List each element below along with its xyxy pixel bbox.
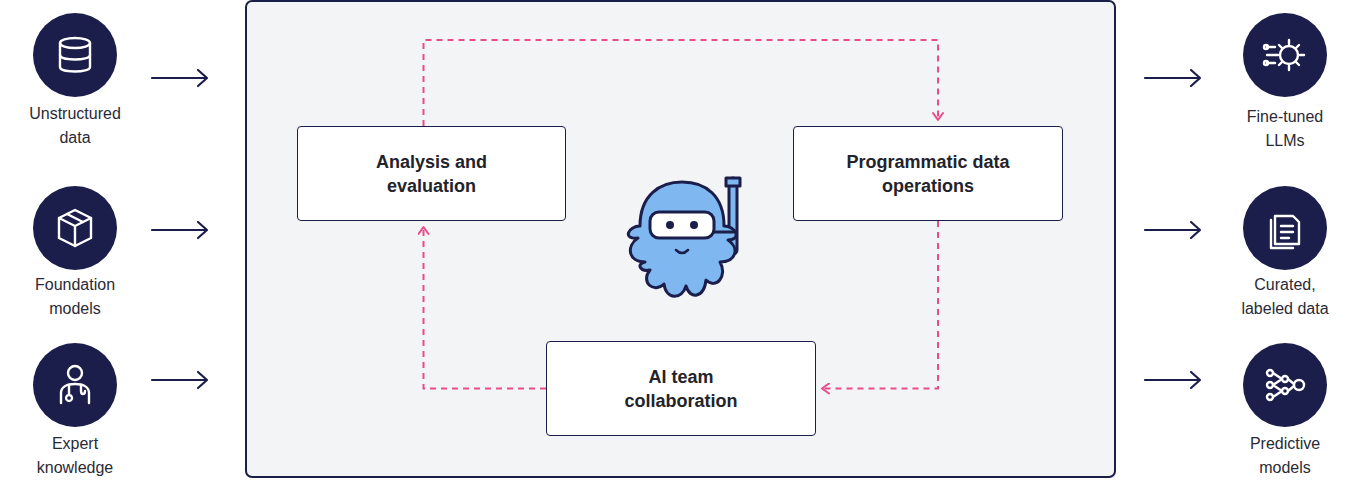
node-label: Fine-tuned LLMs xyxy=(1227,105,1343,153)
node-label: Foundation models xyxy=(17,273,133,321)
box-text: Programmatic data operations xyxy=(843,150,1013,198)
dashed-connector xyxy=(424,40,939,126)
node-icon xyxy=(1243,186,1327,270)
drawing-path xyxy=(1271,220,1293,248)
drawing-path xyxy=(81,385,85,394)
drawing-path xyxy=(152,222,207,238)
node-caption: Curated, labeled data xyxy=(1227,273,1343,321)
drawing-path xyxy=(66,385,72,401)
node-label: Unstructured data xyxy=(17,102,133,150)
drawing-g xyxy=(61,366,89,403)
drawing-circle xyxy=(1294,380,1304,390)
drawing-g xyxy=(59,210,91,246)
drawing-circle xyxy=(68,366,82,380)
node-caption: Fine-tuned LLMs xyxy=(1227,105,1343,153)
drawing-path xyxy=(676,250,688,253)
icon-node: Fine-tuned LLMs xyxy=(1243,13,1327,97)
node-caption: Expert knowledge xyxy=(17,432,133,480)
drawing-path xyxy=(1275,216,1299,244)
node-caption: Foundation models xyxy=(17,273,133,321)
drawing-circle xyxy=(1264,45,1268,49)
node-icon xyxy=(1243,343,1327,427)
drawing-path xyxy=(1145,372,1200,388)
drawing-path xyxy=(61,384,89,403)
dashed-connector xyxy=(424,227,547,389)
icon-node: Curated, labeled data xyxy=(1243,186,1327,270)
drawing-path xyxy=(1267,47,1275,63)
drawing-path xyxy=(1273,373,1294,397)
icon-node: Foundation models xyxy=(33,186,117,270)
node-caption: Unstructured data xyxy=(17,102,133,150)
process-box: Analysis and evaluation xyxy=(297,126,566,221)
drawing-path xyxy=(1145,70,1200,86)
drawing-circle xyxy=(1264,61,1268,65)
drawing-path xyxy=(60,55,90,60)
drawing-path xyxy=(152,372,207,388)
node-label: Curated, labeled data xyxy=(1227,273,1343,321)
drawing-ellipse xyxy=(60,38,90,48)
drawing-circle xyxy=(690,221,698,229)
icon-node: Unstructured data xyxy=(33,13,117,97)
drawing-path xyxy=(726,178,740,186)
box-text: AI team collaboration xyxy=(596,365,766,413)
drawing-path xyxy=(714,231,733,234)
drawing-path xyxy=(59,210,91,246)
octopus-mascot xyxy=(628,178,740,296)
drawing-g xyxy=(60,38,90,72)
drawing-circle xyxy=(666,221,674,229)
process-box: AI team collaboration xyxy=(546,341,816,436)
node-caption: Predictive models xyxy=(1227,432,1343,480)
box-text: Analysis and evaluation xyxy=(347,150,517,198)
node-label: Predictive models xyxy=(1227,432,1343,480)
drawing-g xyxy=(1271,216,1299,248)
node-label: Expert knowledge xyxy=(17,432,133,480)
node-icon xyxy=(33,343,117,427)
node-icon xyxy=(33,13,117,97)
drawing-path xyxy=(60,43,90,72)
drawing-g xyxy=(1267,370,1304,400)
platform-panel xyxy=(246,1,1115,477)
drawing-path xyxy=(1145,222,1200,238)
node-icon xyxy=(1243,13,1327,97)
dashed-connector xyxy=(822,221,938,389)
drawing-path xyxy=(152,70,207,86)
drawing-path xyxy=(1281,226,1293,238)
drawing-rect xyxy=(650,212,714,238)
process-box: Programmatic data operations xyxy=(793,126,1063,221)
drawing-path xyxy=(59,218,91,246)
drawing-path xyxy=(1274,40,1304,70)
node-icon xyxy=(33,186,117,270)
icon-node: Expert knowledge xyxy=(33,343,117,427)
drawing-path xyxy=(67,214,83,222)
drawing-g xyxy=(1264,40,1304,70)
drawing-path xyxy=(628,182,736,296)
icon-node: Predictive models xyxy=(1243,343,1327,427)
